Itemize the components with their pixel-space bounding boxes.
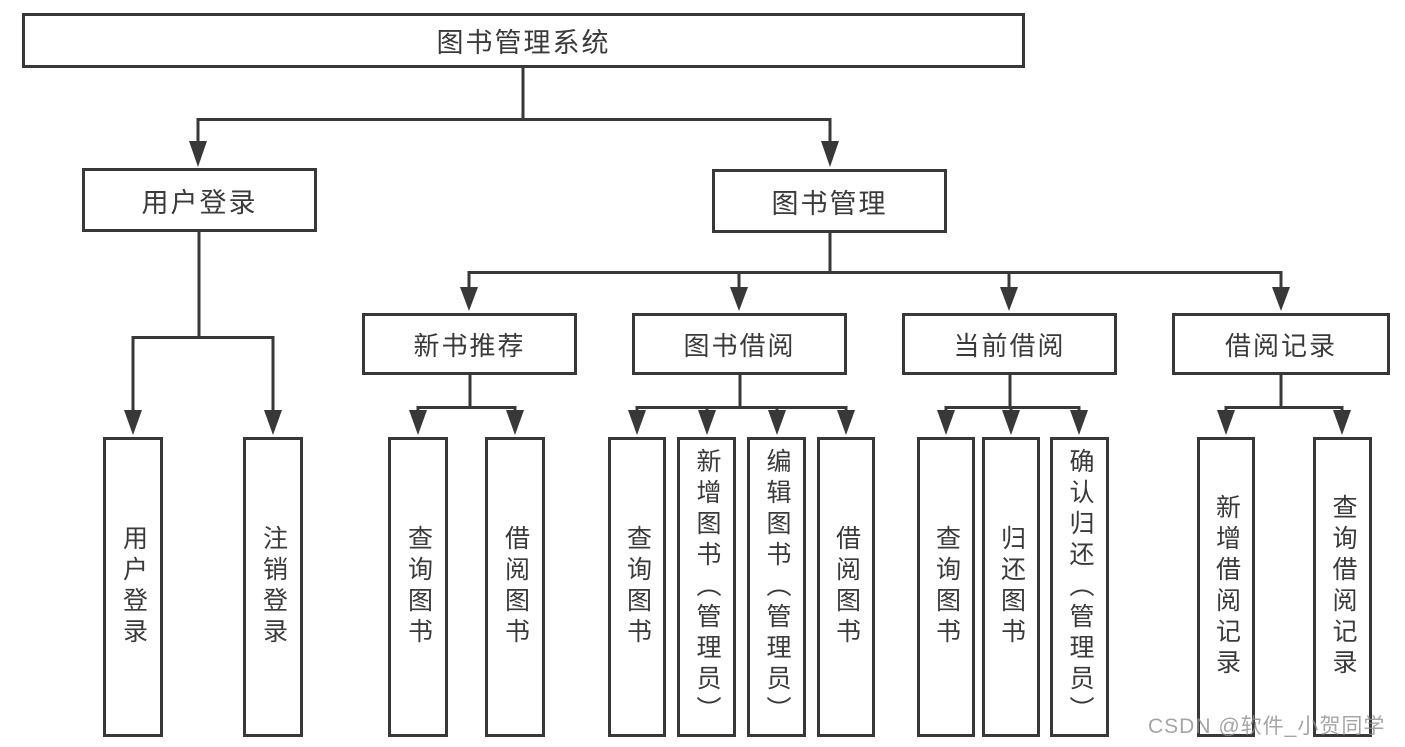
node-root: 图书管理系统 xyxy=(22,13,1025,68)
node-book-management: 图书管理 xyxy=(712,169,947,233)
node-borrow-records: 借阅记录 xyxy=(1172,313,1390,375)
leaf-newbook-borrow: 借阅图书 xyxy=(485,437,545,737)
node-book-borrow-label: 图书借阅 xyxy=(683,330,796,361)
leaf-borrow-query: 查询图书 xyxy=(608,437,666,737)
csdn-watermark: CSDN @软件_小贺同学 xyxy=(1148,715,1386,738)
leaf-borrow-borrow-label: 借阅图书 xyxy=(832,525,861,649)
leaf-borrow-edit-label: 编辑图书（管理员） xyxy=(763,447,791,727)
node-borrow-records-label: 借阅记录 xyxy=(1224,330,1337,361)
leaf-newbook-query: 查询图书 xyxy=(388,437,448,737)
leaf-current-confirm: 确认归还（管理员） xyxy=(1050,437,1109,737)
leaf-borrow-add: 新增图书（管理员） xyxy=(677,437,736,737)
leaf-current-query-label: 查询图书 xyxy=(932,525,961,649)
node-new-book-recommend: 新书推荐 xyxy=(362,313,577,375)
node-current-borrow: 当前借阅 xyxy=(902,313,1117,375)
leaf-current-confirm-label: 确认归还（管理员） xyxy=(1066,447,1094,727)
node-user-login: 用户登录 xyxy=(82,168,317,232)
leaf-records-query: 查询借阅记录 xyxy=(1313,437,1372,737)
node-book-borrow: 图书借阅 xyxy=(632,313,847,375)
leaf-borrow-query-label: 查询图书 xyxy=(623,525,652,649)
leaf-borrow-borrow: 借阅图书 xyxy=(817,437,875,737)
node-book-management-label: 图书管理 xyxy=(771,188,888,219)
leaf-logout: 注销登录 xyxy=(243,437,303,737)
leaf-user-login: 用户登录 xyxy=(103,437,163,737)
leaf-newbook-query-label: 查询图书 xyxy=(404,525,433,649)
leaf-newbook-borrow-label: 借阅图书 xyxy=(501,525,530,649)
leaf-records-add-label: 新增借阅记录 xyxy=(1212,494,1241,680)
leaf-current-query: 查询图书 xyxy=(917,437,975,737)
leaf-records-query-label: 查询借阅记录 xyxy=(1329,494,1357,680)
leaf-current-return: 归还图书 xyxy=(982,437,1040,737)
arrowheads xyxy=(124,141,1351,435)
leaf-logout-label: 注销登录 xyxy=(259,525,288,649)
node-current-borrow-label: 当前借阅 xyxy=(953,330,1066,361)
leaf-records-add: 新增借阅记录 xyxy=(1197,437,1255,737)
leaf-current-return-label: 归还图书 xyxy=(997,525,1026,649)
leaf-user-login-label: 用户登录 xyxy=(119,525,148,649)
leaf-borrow-edit: 编辑图书（管理员） xyxy=(747,437,806,737)
node-user-login-label: 用户登录 xyxy=(141,187,258,218)
leaf-borrow-add-label: 新增图书（管理员） xyxy=(693,447,721,727)
node-root-label: 图书管理系统 xyxy=(436,28,611,58)
node-new-book-recommend-label: 新书推荐 xyxy=(413,330,526,361)
